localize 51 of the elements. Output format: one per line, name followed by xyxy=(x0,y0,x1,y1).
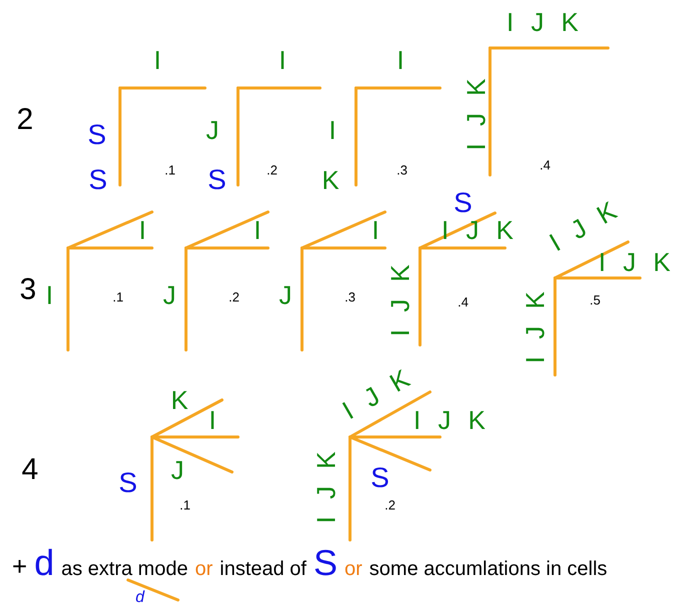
index-label: I J K xyxy=(313,446,339,524)
index-label: S xyxy=(208,166,226,194)
index-label: I J K xyxy=(414,407,490,433)
symbol-label: d xyxy=(136,590,144,606)
row-number: 3 xyxy=(20,275,36,305)
symbol-label: S xyxy=(313,545,338,581)
index-label: S xyxy=(454,189,472,217)
index-label: S xyxy=(370,464,390,492)
note-text: some accumlations in cells xyxy=(369,559,608,579)
index-label: J xyxy=(163,282,181,308)
sub-number: .4 xyxy=(458,296,468,308)
sub-number: .4 xyxy=(540,158,550,172)
plus-sign: + xyxy=(12,553,28,579)
index-label: I J K xyxy=(598,249,676,275)
index-label: J xyxy=(206,117,224,143)
sub-number: .5 xyxy=(590,294,600,306)
index-label: S xyxy=(88,121,106,149)
sub-number: .1 xyxy=(112,290,124,304)
index-label: K xyxy=(170,387,194,413)
sub-number: .2 xyxy=(266,164,278,176)
note-text: as extra mode xyxy=(61,559,188,579)
note-text: instead of xyxy=(220,559,306,579)
index-label: K xyxy=(322,167,344,193)
row-number: 4 xyxy=(22,455,38,485)
symbol-label: d xyxy=(34,545,54,581)
index-label: I xyxy=(278,47,292,73)
sub-number: .1 xyxy=(164,164,176,176)
index-label: I J K xyxy=(506,9,584,35)
index-label: I xyxy=(372,217,384,243)
sub-number: .3 xyxy=(344,290,356,304)
index-label: I xyxy=(254,217,266,243)
sub-number: .2 xyxy=(228,290,240,304)
index-label: S xyxy=(118,469,138,497)
index-label: I xyxy=(138,217,152,243)
index-label: I xyxy=(46,282,58,308)
note-text: or xyxy=(344,559,362,579)
index-label: I J K xyxy=(387,260,413,336)
note-text: or xyxy=(194,559,213,579)
row-number: 2 xyxy=(16,105,34,135)
index-label: I xyxy=(328,117,342,143)
index-label: J xyxy=(279,282,297,308)
index-label: S xyxy=(88,166,108,194)
sub-number: .1 xyxy=(180,498,190,512)
index-label: I J K xyxy=(463,74,489,150)
index-label: I xyxy=(208,407,222,433)
index-label: I J K xyxy=(522,286,548,364)
index-label: I xyxy=(396,47,410,73)
index-label: I xyxy=(154,47,166,73)
sub-number: .3 xyxy=(396,164,408,176)
sub-number: .2 xyxy=(384,498,396,512)
index-label: J xyxy=(171,457,189,483)
